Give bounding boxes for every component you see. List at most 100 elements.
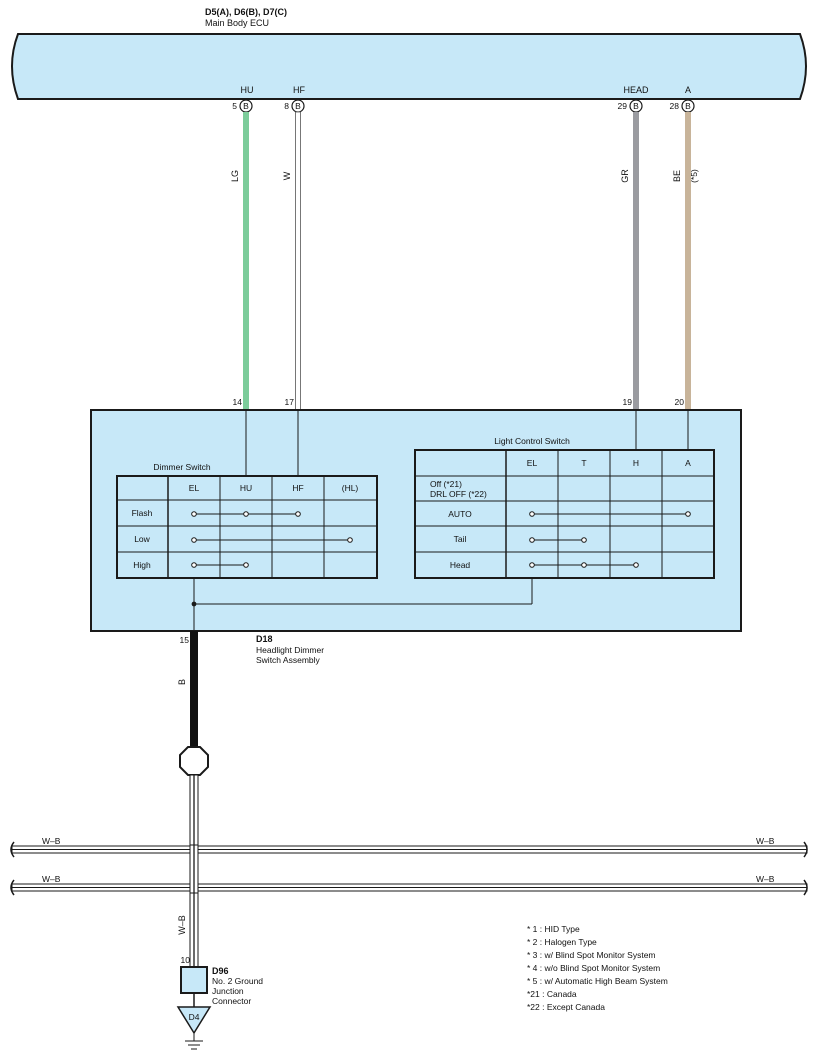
wire-be-note: (*5) bbox=[689, 169, 699, 183]
wire-w-code: W bbox=[282, 171, 292, 180]
assembly-name-line2: Switch Assembly bbox=[256, 655, 321, 665]
contact-dot bbox=[581, 562, 587, 568]
ground-triangle bbox=[176, 1006, 212, 1035]
dimmer-switch-title: Dimmer Switch bbox=[153, 462, 210, 472]
bus-top-right-break bbox=[803, 841, 808, 858]
wire-lg-code: LG bbox=[230, 170, 240, 182]
legend-item: *22 : Except Canada bbox=[527, 1002, 605, 1012]
light-control-switch-table: Light Control Switch EL T H A Off (*21) … bbox=[414, 436, 715, 579]
wire-lg: LG bbox=[230, 112, 249, 410]
wire-be-stroke bbox=[685, 112, 691, 410]
ecu-terminal-hf: HF 8 B bbox=[284, 85, 305, 113]
ground-pin-15: 15 bbox=[180, 635, 190, 645]
dimmer-col-hl: (HL) bbox=[342, 483, 359, 493]
bus-bottom-left-break bbox=[10, 879, 15, 896]
switch-pin-20: 20 bbox=[675, 397, 685, 407]
dimmer-table-frame bbox=[116, 475, 378, 579]
ecu-connector-ids: D5(A), D6(B), D7(C) bbox=[205, 7, 287, 17]
bus-line-top: W–B W–B bbox=[10, 836, 808, 858]
terminal-signal: A bbox=[685, 85, 691, 95]
contact-dot bbox=[633, 562, 639, 568]
light-control-switch-title: Light Control Switch bbox=[494, 436, 570, 446]
contact-dot bbox=[191, 511, 197, 517]
bus-top-left-break bbox=[10, 841, 15, 858]
contact-dot bbox=[529, 537, 535, 543]
wire-gr-stroke bbox=[633, 112, 639, 410]
dimmer-col-el: EL bbox=[189, 483, 200, 493]
ground-wire-b-stroke bbox=[190, 631, 198, 748]
contact-dot bbox=[295, 511, 301, 517]
dimmer-row-flash: Flash bbox=[132, 508, 153, 518]
terminal-connector: B bbox=[633, 101, 639, 111]
ground-wire-b-code: B bbox=[177, 679, 187, 685]
dimmer-row-high: High bbox=[133, 560, 151, 570]
light-row-tail: Tail bbox=[454, 534, 467, 544]
ecu-terminal-hu: HU 5 B bbox=[232, 85, 254, 113]
switch-pin-19: 19 bbox=[623, 397, 633, 407]
splice-octagon bbox=[179, 746, 209, 776]
contact-dot bbox=[529, 562, 535, 568]
wire-lg-stroke bbox=[243, 112, 249, 410]
light-col-h: H bbox=[633, 458, 639, 468]
ecu-body bbox=[11, 33, 807, 100]
terminal-signal: HF bbox=[293, 85, 305, 95]
assembly-name-line1: Headlight Dimmer bbox=[256, 645, 324, 655]
junction-dot bbox=[191, 601, 197, 607]
ground-wire-b: 15 B bbox=[177, 631, 198, 748]
dimmer-col-hf: HF bbox=[292, 483, 303, 493]
switch-pin-17: 17 bbox=[285, 397, 295, 407]
dimmer-switch-table: Dimmer Switch EL HU HF (HL) Flash Low Hi… bbox=[116, 462, 378, 579]
legend-item: * 4 : w/o Blind Spot Monitor System bbox=[527, 963, 660, 973]
light-table-frame bbox=[414, 449, 715, 579]
assembly-id: D18 bbox=[256, 634, 273, 644]
wire-gr-code: GR bbox=[620, 169, 630, 183]
bus-top-right-label: W–B bbox=[756, 836, 775, 846]
terminal-pin: 29 bbox=[618, 101, 628, 111]
junction-connector-d96: 10 D96 No. 2 Ground Junction Connector bbox=[180, 955, 263, 1007]
contact-dot bbox=[685, 511, 691, 517]
wire-gr: GR bbox=[620, 112, 639, 410]
bus-line-bottom: W–B W–B bbox=[10, 874, 808, 896]
wire-w: W bbox=[282, 111, 301, 411]
legend-item: *21 : Canada bbox=[527, 989, 577, 999]
bus-bottom-right-label: W–B bbox=[756, 874, 775, 884]
junction-id: D96 bbox=[212, 966, 229, 976]
wire-w-stroke bbox=[295, 111, 301, 411]
terminal-connector: B bbox=[243, 101, 249, 111]
contact-dot bbox=[191, 537, 197, 543]
legend-item: * 5 : w/ Automatic High Beam System bbox=[527, 976, 668, 986]
light-col-a: A bbox=[685, 458, 691, 468]
bus-bottom-right-break bbox=[803, 879, 808, 896]
light-col-el: EL bbox=[527, 458, 538, 468]
junction-box bbox=[180, 966, 208, 994]
ecu-terminal-head: HEAD 29 B bbox=[618, 85, 649, 113]
legend-item: * 2 : Halogen Type bbox=[527, 937, 597, 947]
contact-dot bbox=[243, 562, 249, 568]
junction-name-line1: No. 2 Ground bbox=[212, 976, 263, 986]
light-row-head: Head bbox=[450, 560, 471, 570]
contact-dot bbox=[243, 511, 249, 517]
contact-dot bbox=[191, 562, 197, 568]
junction-name-line2: Junction bbox=[212, 986, 244, 996]
dimmer-row-low: Low bbox=[134, 534, 150, 544]
legend: * 1 : HID Type * 2 : Halogen Type * 3 : … bbox=[527, 924, 668, 1012]
light-row-auto: AUTO bbox=[448, 509, 472, 519]
light-col-t: T bbox=[581, 458, 586, 468]
legend-item: * 3 : w/ Blind Spot Monitor System bbox=[527, 950, 656, 960]
bus-top-left-label: W–B bbox=[42, 836, 61, 846]
legend-item: * 1 : HID Type bbox=[527, 924, 580, 934]
ground-wire-wb-code: W–B bbox=[177, 915, 187, 935]
contact-dot bbox=[529, 511, 535, 517]
bus-bottom-left-label: W–B bbox=[42, 874, 61, 884]
dimmer-col-hu: HU bbox=[240, 483, 252, 493]
terminal-connector: B bbox=[685, 101, 691, 111]
light-row-drl-off: DRL OFF (*22) bbox=[430, 489, 487, 499]
main-body-ecu: D5(A), D6(B), D7(C) Main Body ECU bbox=[11, 7, 807, 100]
terminal-signal: HEAD bbox=[623, 85, 649, 95]
switch-pin-14: 14 bbox=[233, 397, 243, 407]
terminal-pin: 28 bbox=[670, 101, 680, 111]
ecu-name: Main Body ECU bbox=[205, 18, 269, 28]
light-row-off: Off (*21) bbox=[430, 479, 462, 489]
terminal-signal: HU bbox=[241, 85, 254, 95]
